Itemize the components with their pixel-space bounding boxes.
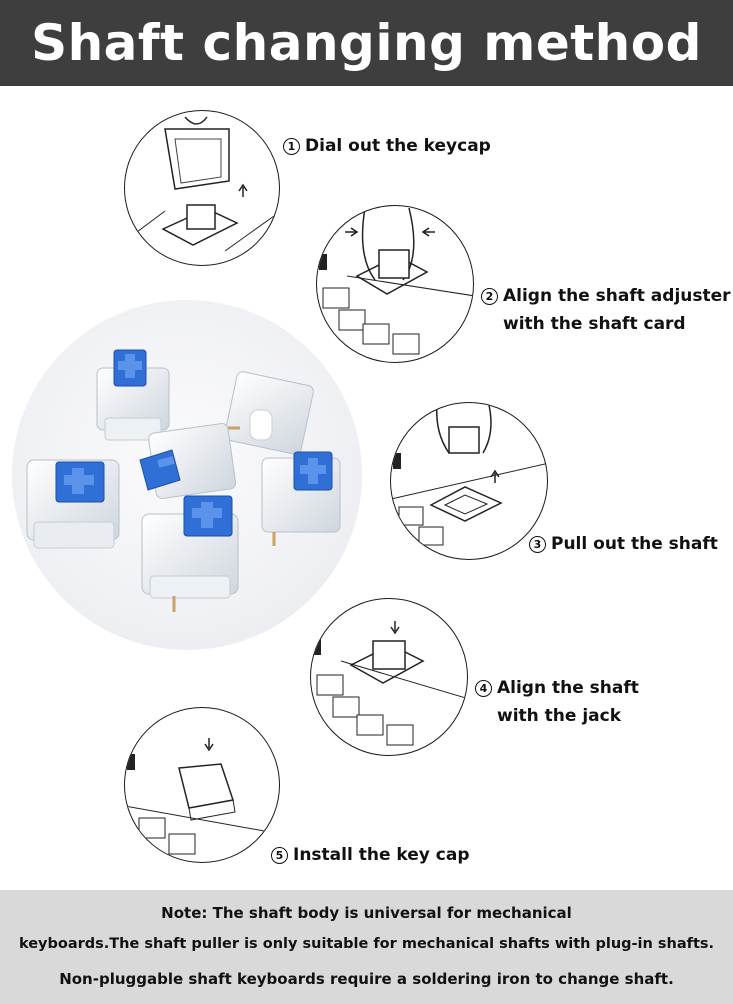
note-panel: Note: The shaft body is universal for me…: [0, 890, 733, 1004]
step-2-number: 2: [481, 288, 498, 305]
note-line-3: Non-pluggable shaft keyboards require a …: [59, 970, 674, 988]
switch-left: [26, 459, 120, 549]
title-banner: Shaft changing method: [0, 0, 733, 86]
note-line-2: keyboards.The shaft puller is only suita…: [18, 936, 715, 952]
step-3-number: 3: [529, 536, 546, 553]
switch-center: [139, 423, 237, 499]
step-1-number: 1: [283, 138, 300, 155]
step-5-number: 5: [271, 847, 288, 864]
switches-illustration: [26, 349, 341, 612]
step-4-number: 4: [475, 680, 492, 697]
step-4-diagram: [310, 598, 468, 756]
step-2-diagram: [316, 205, 474, 363]
note-line-1: Note: The shaft body is universal for me…: [161, 904, 572, 922]
switch-top-left: [96, 349, 170, 441]
step-3-diagram: [390, 402, 548, 560]
switch-product-photo: [12, 300, 362, 650]
switch-right: [261, 451, 341, 546]
step-1-diagram: [124, 110, 280, 266]
step-5-diagram: [124, 707, 280, 863]
switch-top-right: [224, 371, 314, 455]
page-title: Shaft changing method: [31, 14, 702, 72]
switch-bottom: [141, 495, 239, 612]
